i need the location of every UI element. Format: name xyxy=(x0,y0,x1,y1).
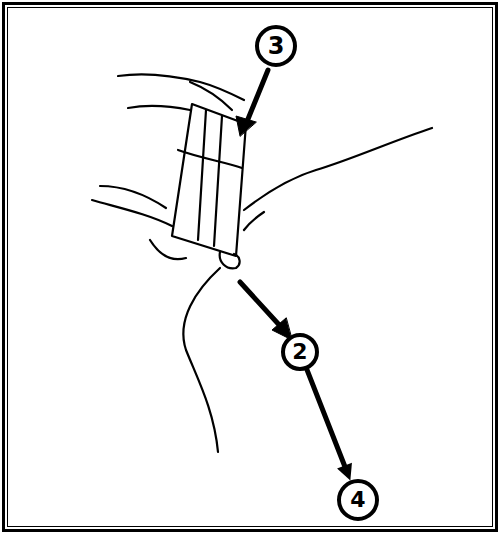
arrow-head xyxy=(337,463,352,481)
device-line xyxy=(178,150,242,168)
contour-line xyxy=(244,212,264,230)
arrow-head xyxy=(236,116,256,136)
finger-line xyxy=(128,106,190,110)
pointer-arrow xyxy=(246,70,268,124)
outer-frame xyxy=(2,2,498,532)
callout-number: 2 xyxy=(292,341,307,363)
callout-number: 3 xyxy=(268,34,285,58)
arrow-connector xyxy=(307,370,352,481)
inner-frame xyxy=(7,7,493,527)
callout-circle: 4 xyxy=(337,479,379,521)
finger-line xyxy=(118,74,244,100)
device-line xyxy=(214,116,222,246)
hand-line xyxy=(150,240,186,259)
connector-line xyxy=(307,370,346,470)
chin-line xyxy=(183,268,220,452)
callout-circle: 3 xyxy=(255,25,297,67)
device-line xyxy=(198,110,206,240)
callout-circle: 2 xyxy=(281,333,319,371)
contour-line xyxy=(244,128,432,210)
device-body xyxy=(172,104,246,256)
pointer-arrow xyxy=(240,282,282,328)
callout-number: 4 xyxy=(350,489,365,511)
hand-line xyxy=(100,186,166,208)
device-tip xyxy=(220,252,240,268)
